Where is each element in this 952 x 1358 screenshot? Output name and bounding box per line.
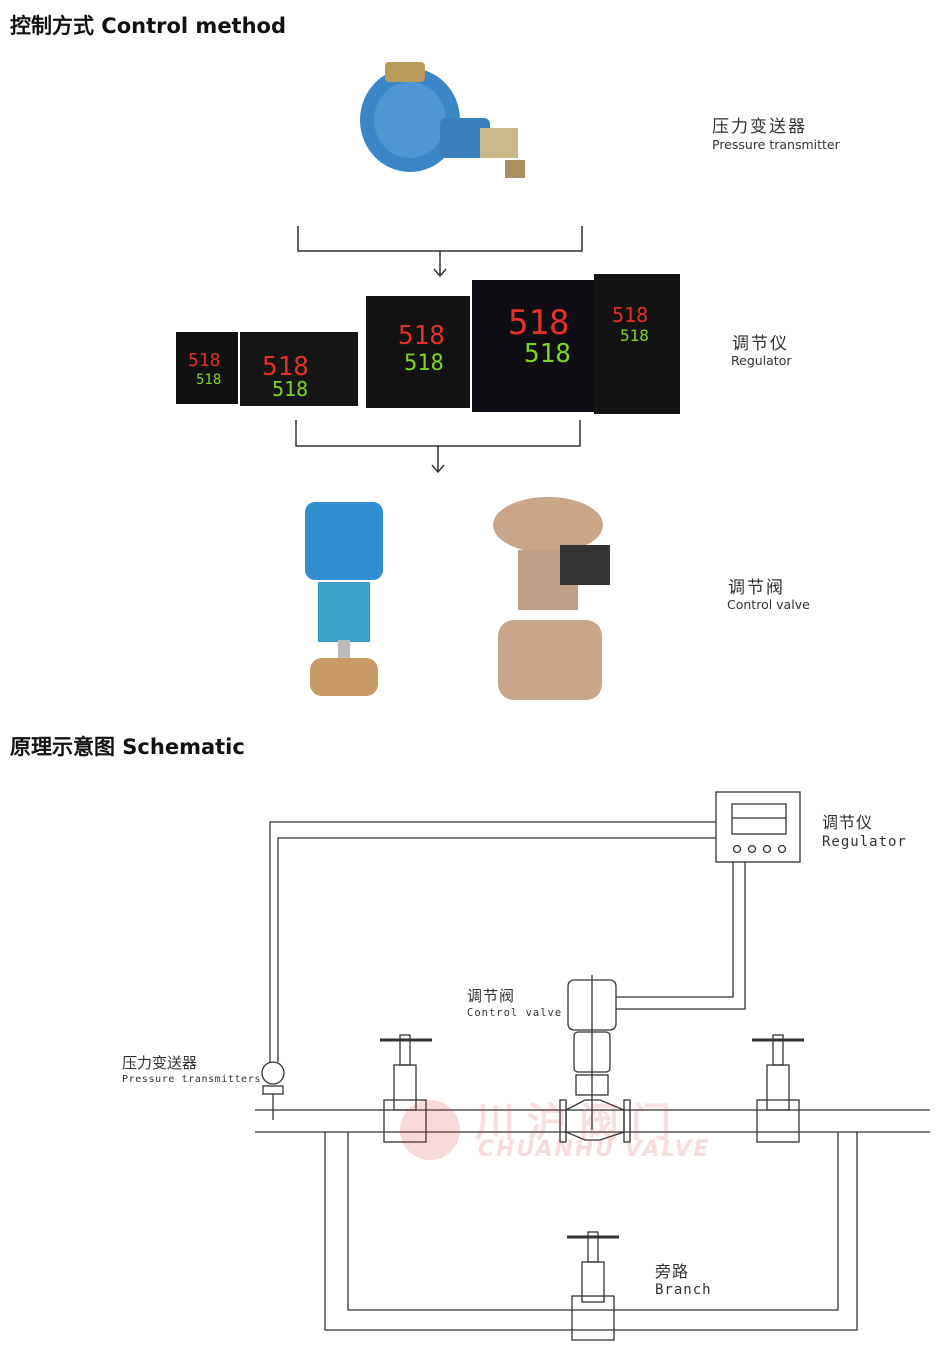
schematic-transmitter-cn: 压力变送器 — [122, 1054, 198, 1072]
schematic-branch-en: Branch — [655, 1282, 712, 1298]
svg-text:518: 518 — [612, 303, 648, 327]
control-valve-label-cn: 调节阀 — [728, 578, 785, 598]
control-method-title: 控制方式 Control method — [10, 14, 287, 38]
schematic-regulator-cn: 调节仪 — [822, 813, 874, 832]
control-valve-label-en: Control valve — [727, 597, 810, 612]
pneumatic-control-valve-image — [493, 497, 610, 700]
schematic-title: 原理示意图 Schematic — [10, 735, 245, 759]
schematic-transmitter-en: Pressure transmitters — [122, 1074, 262, 1085]
watermark — [400, 1100, 460, 1160]
pressure-transmitter-label-en: Pressure transmitter — [712, 137, 840, 152]
watermark-cn: 川沪阀门 — [475, 1100, 683, 1146]
pressure-transmitter-image — [360, 62, 525, 178]
regulator-box — [715, 791, 801, 863]
regulator-label-en: Regulator — [731, 353, 792, 368]
svg-text:518: 518 — [620, 326, 649, 345]
control-method-diagram: 518 518 518 518 518 518 518 518 518 518 — [176, 62, 680, 700]
gate-valve-left — [380, 1034, 432, 1143]
gate-valve-bypass — [567, 1231, 619, 1341]
schematic-control-valve-en: Control valve — [467, 1007, 563, 1019]
transmitter-symbol — [261, 1061, 285, 1085]
svg-text:518: 518 — [188, 350, 221, 371]
svg-text:518: 518 — [398, 321, 445, 351]
electric-control-valve-image — [305, 502, 383, 696]
svg-text:518: 518 — [272, 377, 308, 401]
regulator-label-cn: 调节仪 — [732, 334, 789, 354]
svg-text:518: 518 — [196, 372, 221, 388]
gate-valve-right — [752, 1034, 804, 1143]
flow-arrow-2 — [295, 420, 581, 474]
schematic-branch-cn: 旁路 — [655, 1262, 690, 1281]
watermark-en: CHUANHU VALVE — [478, 1137, 711, 1162]
svg-text:518: 518 — [404, 351, 444, 376]
svg-text:518: 518 — [262, 352, 309, 382]
signal-line-transmitter — [269, 821, 716, 1062]
flow-arrow-1 — [297, 226, 583, 278]
svg-text:518: 518 — [508, 303, 569, 343]
signal-line-valve — [616, 862, 734, 998]
svg-text:518: 518 — [524, 339, 571, 369]
schematic-regulator-en: Regulator — [822, 834, 907, 850]
pressure-transmitter-label-cn: 压力变送器 — [712, 117, 807, 137]
regulator-images: 518 518 518 518 518 518 518 518 518 518 — [176, 274, 680, 414]
schematic-control-valve-cn: 调节阀 — [467, 987, 516, 1005]
